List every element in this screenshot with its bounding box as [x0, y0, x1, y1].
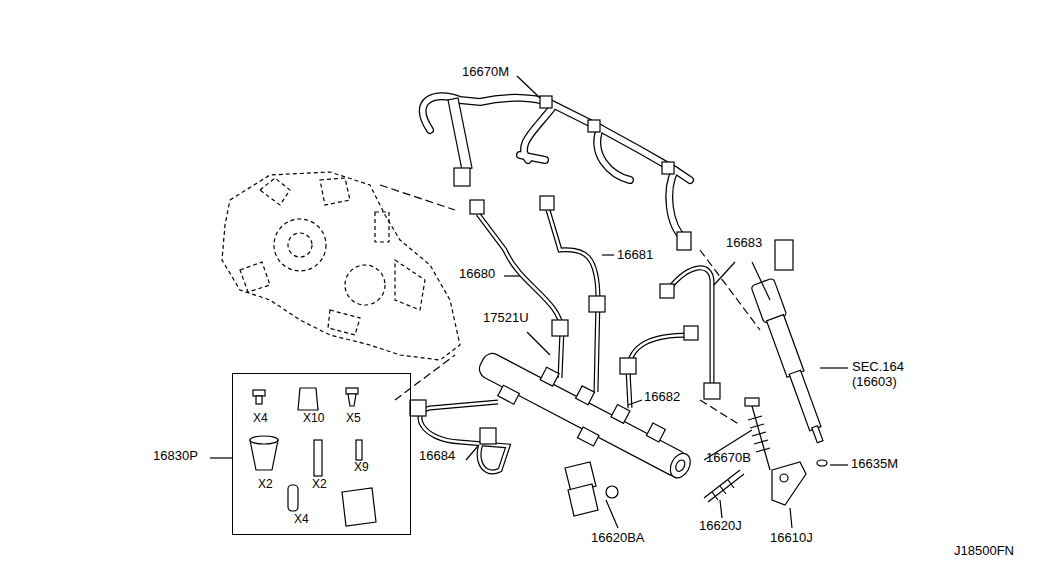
quantity-label: X5 — [346, 411, 361, 425]
clamp-hardware — [704, 398, 827, 505]
quantity-label: X9 — [354, 460, 369, 474]
pressure-sensor — [565, 462, 618, 516]
part-number: 16684 — [419, 448, 455, 463]
fuel-pipe-core — [420, 210, 712, 472]
part-number: 16680 — [459, 266, 495, 281]
kit-box: X4X10X5X2X2X9X4 — [232, 373, 411, 535]
injector — [751, 278, 832, 446]
part-number: SEC.164 (16603) — [852, 359, 916, 389]
quantity-label: X4 — [294, 512, 309, 526]
part-number: 16620J — [699, 518, 742, 533]
part-number: 16683 — [726, 235, 762, 250]
quantity-label: X10 — [303, 411, 324, 425]
leader-line — [210, 76, 848, 528]
drawing-code: J18500FN — [954, 543, 1014, 558]
part-number: 16620BA — [591, 530, 645, 545]
part-number: 16830P — [153, 448, 198, 463]
pump-outline — [222, 172, 460, 360]
kit-parts — [250, 388, 376, 526]
part-number: 16682 — [644, 389, 680, 404]
part-number: 16670M — [462, 64, 509, 79]
dash-leader — [380, 185, 760, 425]
fuel-pipe — [420, 210, 712, 472]
quantity-label: X2 — [312, 477, 327, 491]
return-hose — [423, 96, 691, 250]
part-number: 16670B — [706, 450, 751, 465]
quantity-label: X2 — [258, 477, 273, 491]
injector-connector — [775, 240, 793, 270]
quantity-label: X4 — [253, 411, 268, 425]
part-number: 16610J — [770, 530, 813, 545]
part-number: 16635M — [851, 456, 898, 471]
part-number: 17521U — [483, 310, 529, 325]
part-number: 16681 — [617, 247, 653, 262]
